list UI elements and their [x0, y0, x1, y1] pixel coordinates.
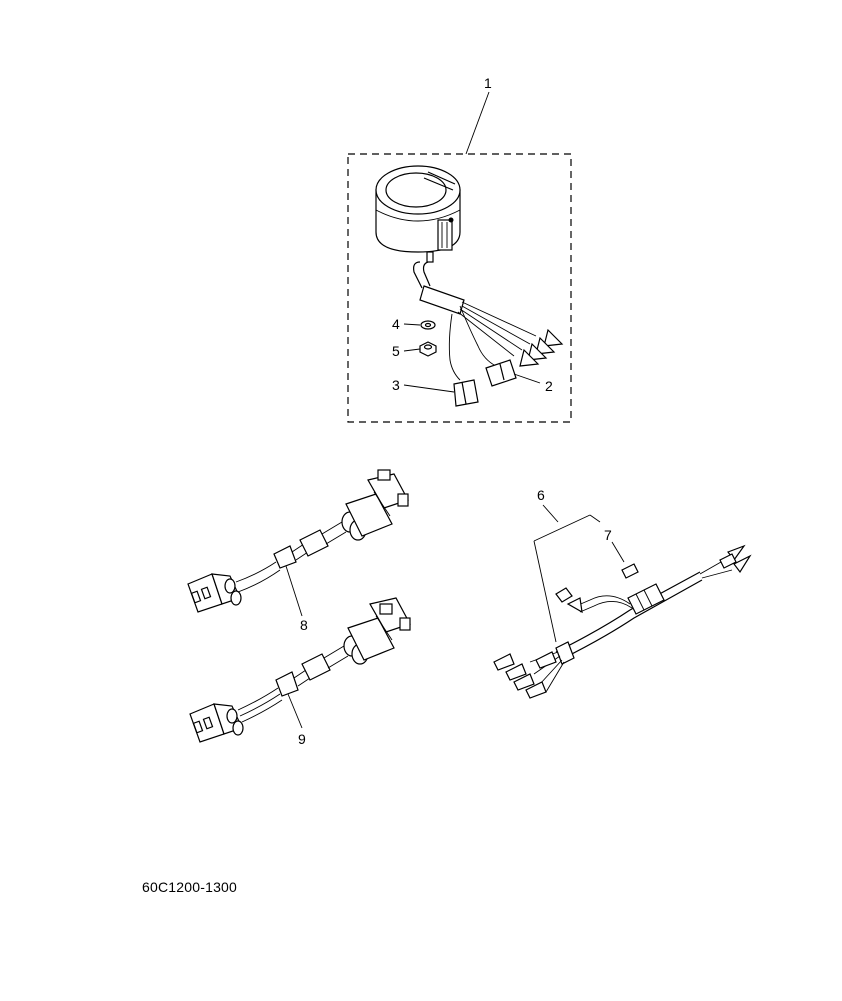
callout-7: 7	[604, 527, 612, 543]
diagram-part-code: 60C1200-1300	[142, 879, 238, 895]
extension-harness-8: 8	[187, 469, 409, 633]
kit-dashed-border	[347, 153, 572, 423]
callout-6: 6	[537, 487, 545, 503]
gauge-kit-group: 1 4 5 3 2	[347, 75, 572, 423]
callout-3: 3	[392, 377, 400, 393]
gauge-drawing	[375, 165, 564, 407]
callout-8: 8	[300, 617, 308, 633]
callout-5: 5	[392, 343, 400, 359]
callout-1: 1	[484, 75, 492, 91]
callout-4: 4	[392, 316, 400, 332]
extension-harness-9: 9	[189, 597, 411, 747]
callout-2: 2	[545, 378, 553, 394]
callout-9: 9	[298, 731, 306, 747]
wire-harness-6: 6 7	[493, 487, 752, 699]
